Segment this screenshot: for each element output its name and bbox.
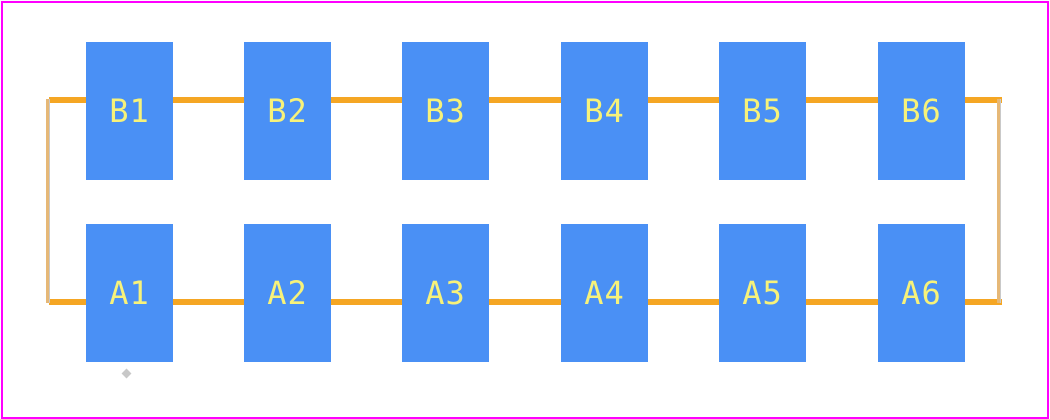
pad-label: A2: [267, 274, 308, 312]
pad-label: A5: [742, 274, 783, 312]
pad-a5[interactable]: A5: [719, 224, 806, 362]
pad-label: A4: [584, 274, 625, 312]
pad-b1[interactable]: B1: [86, 42, 173, 180]
bottom-trace: [49, 299, 1002, 305]
pad-label: B4: [584, 92, 625, 130]
pad-a1[interactable]: A1: [86, 224, 173, 362]
pad-b2[interactable]: B2: [244, 42, 331, 180]
pad-a4[interactable]: A4: [561, 224, 648, 362]
pad-b5[interactable]: B5: [719, 42, 806, 180]
pad-label: B3: [425, 92, 466, 130]
pad-label: A1: [109, 274, 150, 312]
pad-b6[interactable]: B6: [878, 42, 965, 180]
pad-label: B2: [267, 92, 308, 130]
pad-label: A6: [901, 274, 942, 312]
pad-a3[interactable]: A3: [402, 224, 489, 362]
pad-a6[interactable]: A6: [878, 224, 965, 362]
pad-label: B5: [742, 92, 783, 130]
pad-label: B6: [901, 92, 942, 130]
right-trace: [997, 99, 1001, 303]
pad-label: A3: [425, 274, 466, 312]
pad-label: B1: [109, 92, 150, 130]
pad-b4[interactable]: B4: [561, 42, 648, 180]
left-trace: [46, 99, 50, 303]
pad-b3[interactable]: B3: [402, 42, 489, 180]
top-trace: [49, 97, 1002, 103]
pad-a2[interactable]: A2: [244, 224, 331, 362]
